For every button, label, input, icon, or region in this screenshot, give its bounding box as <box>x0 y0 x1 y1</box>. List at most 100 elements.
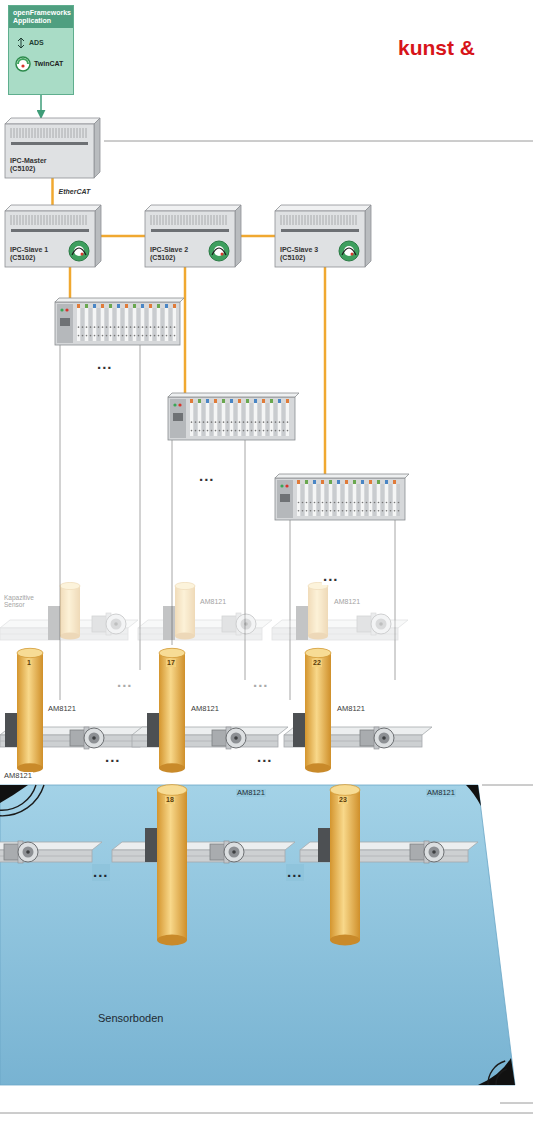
sensor-unit-part <box>23 847 34 858</box>
industrial-pc-symbol-part <box>351 253 354 256</box>
terminal-block-part <box>354 502 356 504</box>
terminal-block-part <box>330 510 332 512</box>
terminal-block-part <box>223 430 225 432</box>
terminal-block-part <box>365 480 368 484</box>
terminal-block-part <box>251 421 253 423</box>
frame-line-part <box>104 141 533 142</box>
terminal-block-part <box>129 304 132 308</box>
terminal-block-part <box>390 510 392 512</box>
terminal-block-part <box>259 421 261 423</box>
frame-line-part <box>0 1113 533 1114</box>
terminal-block-part <box>322 502 324 504</box>
terminal-block-part <box>142 335 144 337</box>
terminal-block-part <box>98 326 100 328</box>
sensor-unit <box>0 841 102 863</box>
terminal-block-part <box>386 510 388 512</box>
industrial-pc-symbol-part <box>11 142 88 145</box>
terminal-block-part <box>345 480 348 484</box>
signal-wire-part <box>60 345 61 700</box>
terminal-block-part <box>89 304 92 341</box>
terminal-block-part <box>57 304 73 343</box>
industrial-pc-symbol-part <box>314 215 315 225</box>
industrial-pc-symbol-part <box>80 215 81 225</box>
motor-label: AM8121 <box>426 789 456 797</box>
application-name: openFrameworks Application <box>9 6 73 28</box>
sensor-unit-part <box>175 632 195 639</box>
terminal-block-part <box>338 502 340 504</box>
motor-label: AM8121 <box>333 598 361 606</box>
pc-label: IPC-Slave 2 (C5102) <box>150 246 202 262</box>
terminal-block-part <box>266 399 269 436</box>
terminal-block-part <box>397 480 400 516</box>
terminal-block-part <box>137 304 140 308</box>
terminal-block-part <box>366 510 368 512</box>
industrial-pc-symbol-part <box>11 229 89 232</box>
terminal-block-part <box>162 335 164 337</box>
brand-heading: kunst & <box>398 36 475 59</box>
ethercat-cable-part <box>184 267 187 393</box>
industrial-pc-symbol-part <box>299 215 300 225</box>
terminal-block-part <box>266 399 269 403</box>
terminal-block-part <box>169 304 172 341</box>
sensor-unit <box>272 582 408 640</box>
frame-line-part <box>482 785 533 786</box>
sensor-unit-part <box>106 614 126 634</box>
terminal-block-part <box>275 478 405 520</box>
sensor-unit-part <box>236 614 256 634</box>
terminal-block-part <box>346 502 348 504</box>
terminal-block-part <box>138 326 140 328</box>
terminal-block-part <box>226 399 229 403</box>
terminal-block-part <box>146 326 148 328</box>
terminal-block-part <box>283 421 285 423</box>
terminal-block-part <box>279 430 281 432</box>
industrial-pc-symbol-part <box>338 215 339 225</box>
terminal-block-part <box>230 399 233 436</box>
terminal-block-part <box>154 335 156 337</box>
industrial-pc-symbol-part <box>290 215 291 225</box>
terminal-block-part <box>210 399 213 436</box>
signal-wire-part <box>140 345 141 670</box>
industrial-pc-symbol-part <box>193 215 194 225</box>
continuation-dots: ... <box>96 356 114 373</box>
signal-wire-part <box>395 520 396 680</box>
industrial-pc-symbol-part <box>305 215 306 225</box>
terminal-block-part <box>222 399 225 403</box>
ipc-slave: IPC-Slave 3 (C5102) <box>275 205 371 267</box>
terminal-block-part <box>274 399 277 403</box>
industrial-pc-symbol-part <box>29 128 30 138</box>
terminal-block-part <box>326 510 328 512</box>
industrial-pc-symbol-part <box>226 215 227 225</box>
sensor-unit-part <box>432 850 436 854</box>
terminal-block-part <box>117 304 120 341</box>
terminal-block-part <box>393 480 396 516</box>
terminal-block-part <box>234 399 237 403</box>
sensor-unit-part <box>424 842 444 862</box>
terminal-block-part <box>378 502 380 504</box>
terminal-block-part <box>385 480 388 516</box>
sensor-unit-part <box>371 614 391 634</box>
industrial-pc-symbol-part <box>77 128 78 138</box>
terminal-block-part <box>362 510 364 512</box>
sensor-unit-part <box>18 842 38 862</box>
terminal-block-part <box>302 510 304 512</box>
floor-label: Sensorboden <box>98 1012 163 1024</box>
terminal-block-part <box>165 304 168 308</box>
cylinder-number: 1 <box>26 659 32 667</box>
terminal-block-part <box>318 510 320 512</box>
bus-label: EtherCAT <box>59 188 91 196</box>
industrial-pc-symbol-part <box>275 211 365 267</box>
terminal-block-part <box>162 326 164 328</box>
terminal-block-part <box>81 304 84 308</box>
terminal-block-part <box>149 304 152 341</box>
industrial-pc-symbol-part <box>56 128 57 138</box>
industrial-pc-symbol-part <box>181 215 182 225</box>
industrial-pc-symbol-part <box>5 211 95 267</box>
sensor-unit-part <box>330 935 360 946</box>
application-frame-part <box>18 38 24 41</box>
terminal-block-part <box>55 298 184 302</box>
terminal-block-part <box>105 304 108 308</box>
terminal-block-part <box>246 399 249 436</box>
industrial-pc-symbol-part <box>160 215 161 225</box>
terminal-block <box>55 298 184 345</box>
